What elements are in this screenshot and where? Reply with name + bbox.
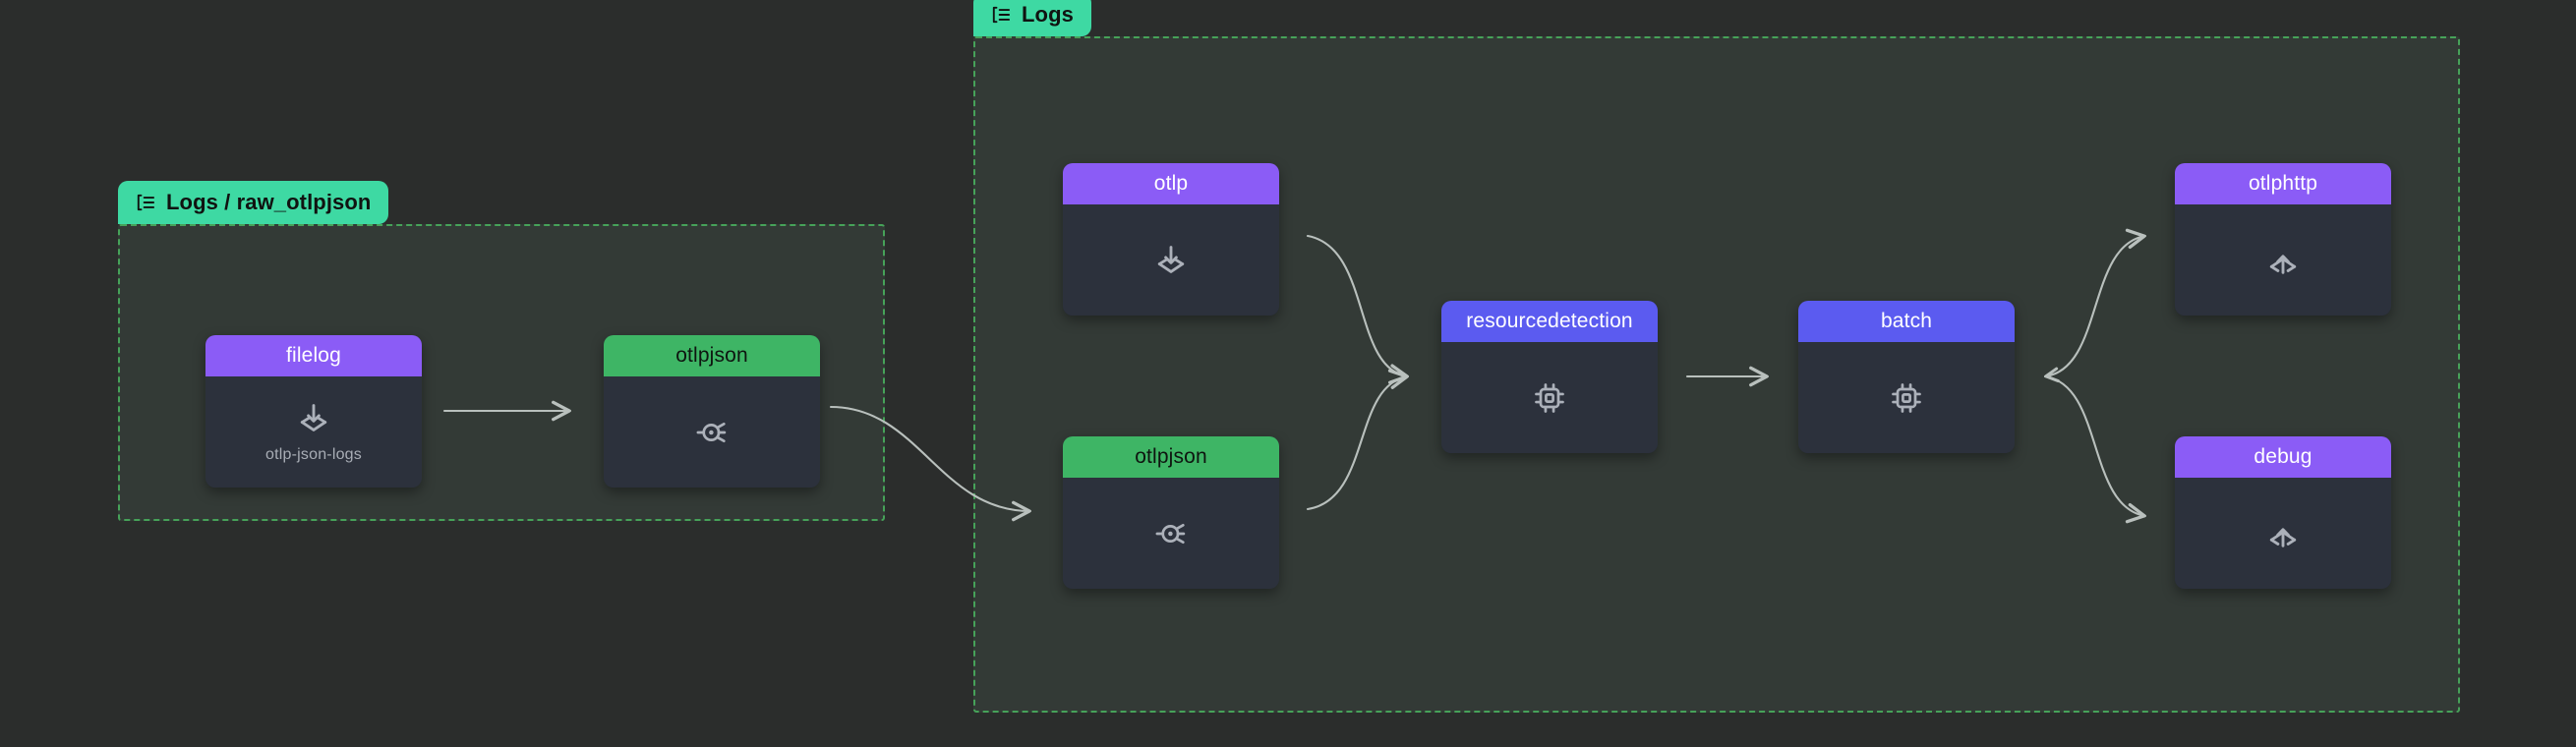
pipeline-node[interactable]: filelog otlp-json-logs	[205, 335, 422, 488]
pipeline-node[interactable]: resourcedetection	[1441, 301, 1658, 453]
pipeline-node[interactable]: otlphttp	[2175, 163, 2391, 316]
node-body	[2175, 204, 2391, 316]
node-title: debug	[2175, 436, 2391, 478]
group-label-text: Logs	[1022, 2, 1074, 27]
connector-plug-icon	[1153, 516, 1189, 551]
node-title: filelog	[205, 335, 422, 376]
node-title: otlphttp	[2175, 163, 2391, 204]
group-label[interactable]: Logs	[973, 0, 1091, 36]
exporter-upload-icon	[2265, 516, 2301, 551]
node-body: otlp-json-logs	[205, 376, 422, 488]
pipeline-node[interactable]: debug	[2175, 436, 2391, 589]
pipeline-node[interactable]: otlpjson	[604, 335, 820, 488]
node-title: batch	[1798, 301, 2015, 342]
node-subtitle: otlp-json-logs	[265, 446, 362, 463]
pipeline-node[interactable]: otlp	[1063, 163, 1279, 316]
node-body	[1441, 342, 1658, 453]
node-title: resourcedetection	[1441, 301, 1658, 342]
logs-icon	[136, 194, 155, 211]
node-body	[604, 376, 820, 488]
connector-plug-icon	[694, 415, 730, 450]
group-label[interactable]: Logs / raw_otlpjson	[118, 181, 389, 224]
group-label-text: Logs / raw_otlpjson	[166, 190, 372, 214]
pipeline-node[interactable]: batch	[1798, 301, 2015, 453]
node-title: otlpjson	[1063, 436, 1279, 478]
exporter-upload-icon	[2265, 243, 2301, 278]
node-body	[2175, 478, 2391, 589]
cpu-chip-icon	[1889, 380, 1924, 416]
cpu-chip-icon	[1532, 380, 1567, 416]
node-title: otlp	[1063, 163, 1279, 204]
receiver-download-icon	[1153, 243, 1189, 278]
node-body	[1798, 342, 2015, 453]
pipeline-node[interactable]: otlpjson	[1063, 436, 1279, 589]
node-body	[1063, 478, 1279, 589]
receiver-download-icon	[296, 401, 331, 436]
pipeline-group[interactable]	[973, 36, 2460, 713]
node-body	[1063, 204, 1279, 316]
logs-icon	[991, 6, 1011, 24]
node-title: otlpjson	[604, 335, 820, 376]
